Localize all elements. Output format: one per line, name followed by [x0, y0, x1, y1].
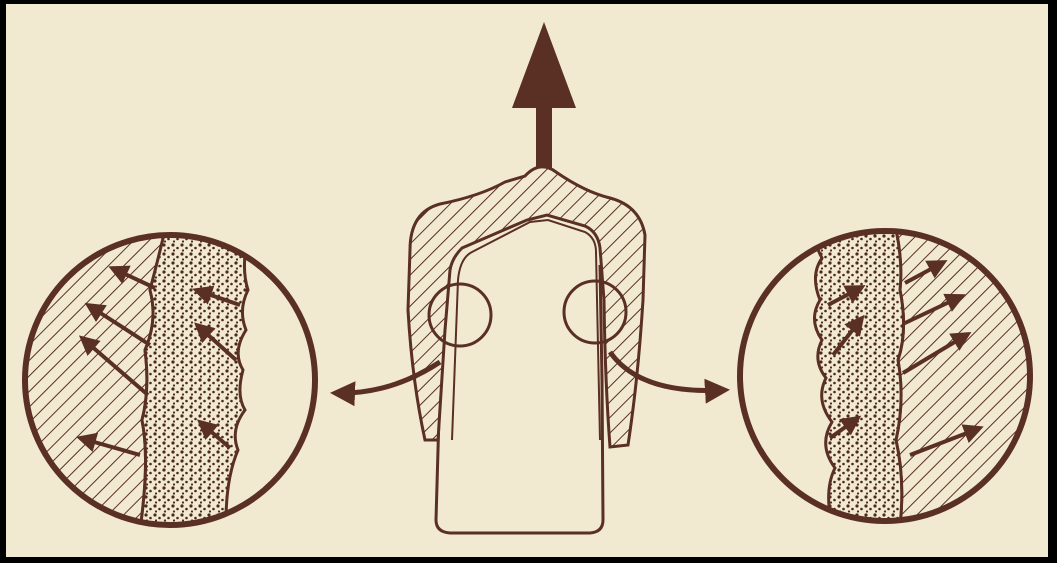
tooth-outline: [436, 265, 603, 533]
